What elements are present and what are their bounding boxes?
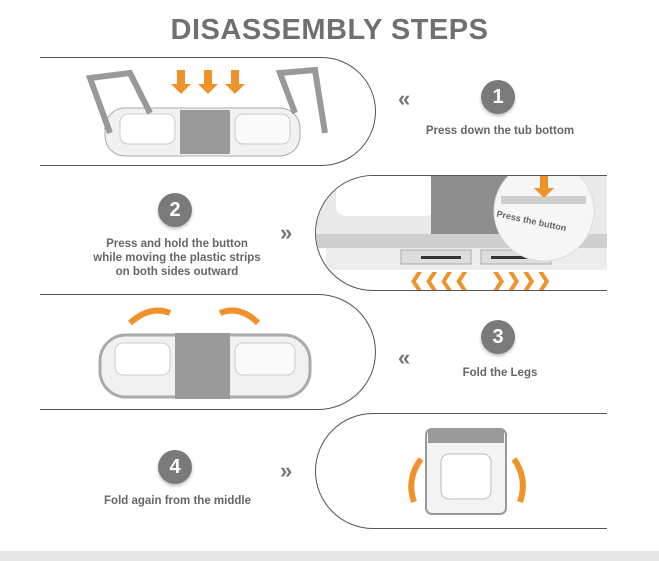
tub-illustration (85, 66, 328, 157)
step-2-image-panel: ❮❮❮❮ ❯❯❯❯ Press the button (315, 175, 607, 291)
footer-bar (0, 551, 659, 561)
down-arrows-icon (171, 70, 245, 94)
step-number-1: 1 (481, 80, 515, 114)
step-number-4: 4 (158, 450, 192, 484)
right-chevron-icon: » (280, 220, 292, 245)
tub-closeup-illustration: ❮❮❮❮ ❯❯❯❯ (316, 176, 607, 291)
step-1-text: Press down the tub bottom (425, 125, 575, 137)
tub-folded-legs-illustration (98, 307, 312, 399)
step-3-image-panel (40, 294, 376, 410)
page-title: DISASSEMBLY STEPS (170, 14, 489, 46)
left-chevron-icon: « (398, 86, 410, 111)
step-4-text: Fold again from the middle (104, 495, 251, 507)
curved-arrow-icon (127, 307, 172, 326)
right-arrows-icon: ❯❯❯❯ (491, 270, 551, 291)
step-1-image-panel (40, 57, 376, 166)
step-3-text: Fold the Legs (462, 367, 538, 379)
curved-arrow-icon (408, 457, 424, 503)
left-arrows-icon: ❮❮❮❮ (409, 270, 469, 291)
step-number-2: 2 (158, 193, 192, 227)
right-chevron-icon: » (280, 458, 292, 483)
tub-folded-illustration (408, 428, 526, 515)
step-4-image-panel (315, 413, 607, 529)
step-2-text: Press and hold the button while moving t… (93, 238, 261, 278)
step-number-3: 3 (481, 320, 515, 354)
left-chevron-icon: « (398, 345, 410, 370)
